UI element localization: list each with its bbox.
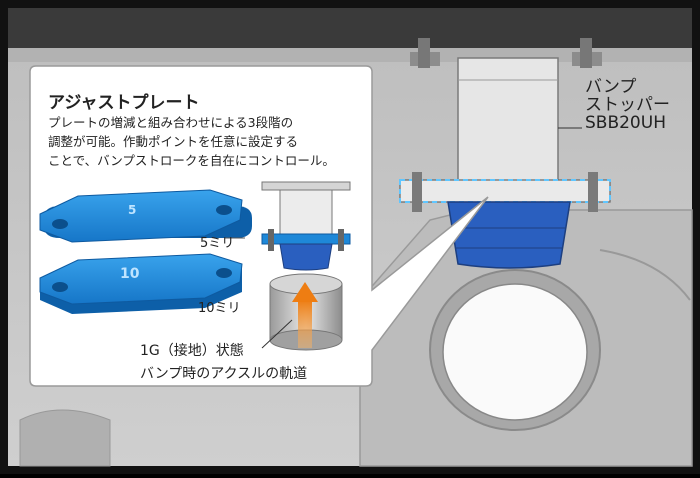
bolt-top-right [580, 38, 592, 68]
plate-10-mm [39, 253, 243, 305]
bump-trajectory-label: バンプ時のアクスルの軌道 [140, 366, 308, 382]
bolt-mid-right [588, 172, 598, 212]
stopper-label: バンプ ストッパー SBB20UH [585, 78, 670, 132]
bump-arrow-shaft [298, 300, 312, 348]
stopper-label-line: バンプ [585, 77, 637, 97]
bolt-mid-left [412, 172, 422, 212]
mini-adjust-plate [261, 233, 351, 245]
stopper-label-model: SBB20UH [585, 113, 666, 133]
plate-5-hole-left [52, 219, 68, 229]
plate-5-hole-right [216, 205, 232, 215]
plate-10-hole-left [52, 282, 68, 292]
ground-state-label: 1G（接地）状態 [140, 343, 244, 359]
mini-bolt-left [268, 229, 274, 251]
chassis-band [8, 8, 692, 48]
bump-arrow-head [292, 282, 318, 302]
stopper-label-line: ストッパー [585, 95, 670, 115]
mini-bracket-top [261, 181, 351, 191]
stopper-bracket [457, 57, 559, 189]
plate-5-mm [39, 189, 243, 243]
callout-description-line: プレートの増減と組み合わせによる3段階の [48, 115, 294, 130]
mini-stopper-rubber [279, 243, 333, 271]
frame-curve [599, 249, 691, 301]
plate-5-label: 5ミリ [200, 236, 235, 251]
bolt-top-left [418, 38, 430, 68]
callout-description-line: ことで、バンプストロークを自在にコントロール。 [48, 153, 335, 168]
bump-stopper-rubber [447, 201, 571, 269]
stopper-pad-plate [399, 179, 611, 203]
ground-leader [261, 319, 293, 349]
callout-title: アジャストプレート [48, 93, 200, 113]
callout-description: プレートの増減と組み合わせによる3段階の 調整が可能。作動ポイントを任意に設定す… [48, 113, 368, 170]
plate-10-label: 10ミリ [198, 301, 241, 316]
axle-tube-inner [442, 283, 588, 421]
mini-bolt-right [338, 229, 344, 251]
mini-bracket [279, 187, 333, 235]
left-frame-part [19, 409, 111, 467]
plate-10-hole-right [216, 268, 232, 278]
callout-description-line: 調整が可能。作動ポイントを任意に設定する [48, 134, 299, 149]
